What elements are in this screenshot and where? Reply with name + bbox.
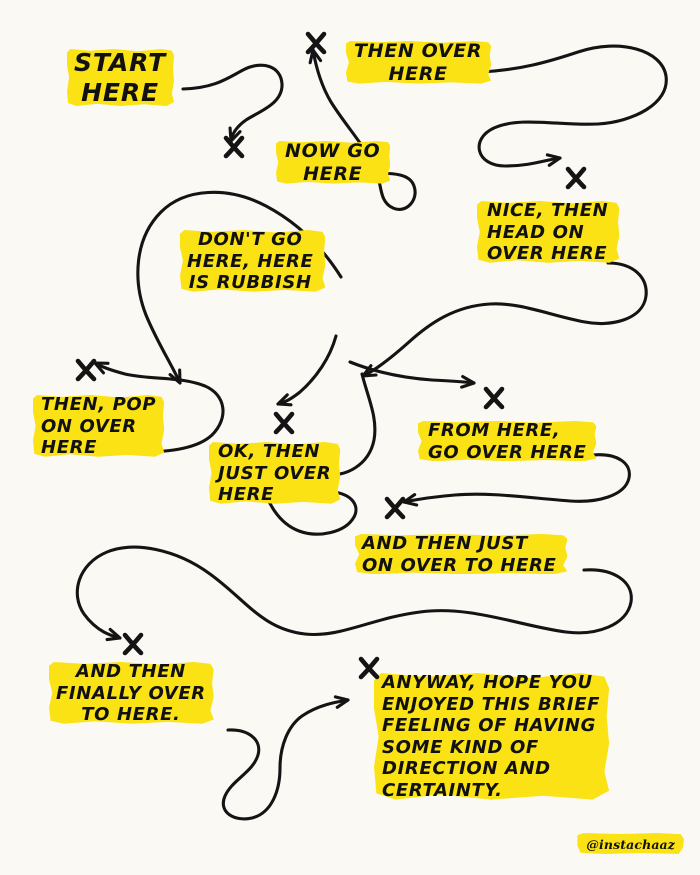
note-start-here: Start Here xyxy=(67,48,175,108)
arrow-and-then-finally-over-to-here-stroke xyxy=(221,698,350,821)
highlighter-swatch xyxy=(180,230,326,292)
arrow-start-to-x1 xyxy=(181,63,284,143)
note-text: Start Here xyxy=(74,48,167,107)
x-marker-icon-right-mid xyxy=(481,385,507,411)
signature-handle: @instachaaz xyxy=(586,837,675,852)
arrow-to-center-mid-x xyxy=(276,334,338,407)
arrow-then-over-here-swirl xyxy=(477,44,668,168)
arrow-nice-then-head-on-over-here-out-arrowhead-icon xyxy=(361,364,378,378)
highlighter-swatch xyxy=(418,421,597,462)
arrow-then-over-here-swirl-stroke xyxy=(477,44,668,168)
note-text: And then just on over to here xyxy=(362,533,557,576)
arrow-dont-go-here-loop-arrowhead-icon xyxy=(168,368,182,385)
x-marker-icon-right-lower xyxy=(382,495,408,521)
highlighter-swatch xyxy=(49,662,214,724)
note-anyway-hope-you-enjoyed: Anyway, hope you enjoyed this brief feel… xyxy=(374,672,610,802)
note-text: Now go here xyxy=(285,140,381,185)
note-text: Nice, then head on over here xyxy=(487,200,609,265)
arrow-to-center-mid-x-stroke xyxy=(276,334,338,406)
highlighter-swatch xyxy=(276,141,391,184)
arrow-to-right-mid-x-stroke xyxy=(348,360,476,385)
highlighter-swatch xyxy=(33,395,165,457)
x-marker-icon-after-start xyxy=(221,134,247,160)
note-text: Ok, then just over here xyxy=(218,441,332,506)
x-marker-icon-top-center xyxy=(303,30,329,56)
note-and-then-just-on-over-to-here: And then just on over to here xyxy=(355,533,568,576)
note-text: Then over here xyxy=(354,40,483,85)
x-marker-icon-lower-left xyxy=(120,631,146,657)
arrow-start-to-x1-stroke xyxy=(181,63,284,143)
note-then-pop-on-over-here: Then, pop on over here xyxy=(33,394,165,459)
arrow-long-s-to-lower-left-x-arrowhead-icon xyxy=(105,627,122,642)
note-then-over-here: Then over here xyxy=(346,40,492,86)
note-nice-then-head-on-over-here: Nice, then head on over here xyxy=(477,200,620,265)
note-ok-then-just-over-here: Ok, then just over here xyxy=(209,441,341,506)
highlighter-swatch xyxy=(67,49,175,106)
note-from-here-go-over-here: From here, go over here xyxy=(418,420,597,463)
arrow-and-then-finally-over-to-here-arrowhead-icon xyxy=(333,695,350,709)
note-now-go-here: Now go here xyxy=(276,140,391,186)
note-text: Don't go here, here is rubbish xyxy=(187,229,314,294)
highlighter-swatch xyxy=(477,201,620,263)
arrow-nice-then-head-on-over-here-out-stroke xyxy=(361,261,648,378)
arrow-to-center-mid-x-arrowhead-icon xyxy=(276,393,293,407)
note-text: And then finally over to here. xyxy=(56,661,206,726)
note-text: Anyway, hope you enjoyed this brief feel… xyxy=(382,672,601,801)
signature-highlight xyxy=(577,833,684,854)
arrow-to-right-mid-x-arrowhead-icon xyxy=(460,374,476,389)
highlighter-swatch xyxy=(355,534,568,575)
arrow-and-then-finally-over-to-here xyxy=(221,695,350,821)
x-marker-icon-bottom-center xyxy=(356,655,382,681)
note-text: From here, go over here xyxy=(428,420,587,463)
arrow-then-over-here-swirl-arrowhead-icon xyxy=(545,153,562,167)
note-text: Then, pop on over here xyxy=(41,394,157,459)
artist-signature[interactable]: @instachaaz xyxy=(577,831,684,857)
arrow-nice-then-head-on-over-here-out xyxy=(361,261,648,378)
highlighter-swatch xyxy=(209,442,341,504)
arrow-to-right-mid-x xyxy=(348,360,476,389)
highlighter-swatch xyxy=(374,673,610,800)
note-and-then-finally-over-to-here: And then finally over to here. xyxy=(49,661,214,726)
note-dont-go-here-is-rubbish: Don't go here, here is rubbish xyxy=(180,229,326,294)
highlighter-swatch xyxy=(346,41,492,84)
x-marker-icon-left-mid xyxy=(73,357,99,383)
x-marker-icon-upper-right xyxy=(563,165,589,191)
x-marker-icon-center-mid xyxy=(271,410,297,436)
